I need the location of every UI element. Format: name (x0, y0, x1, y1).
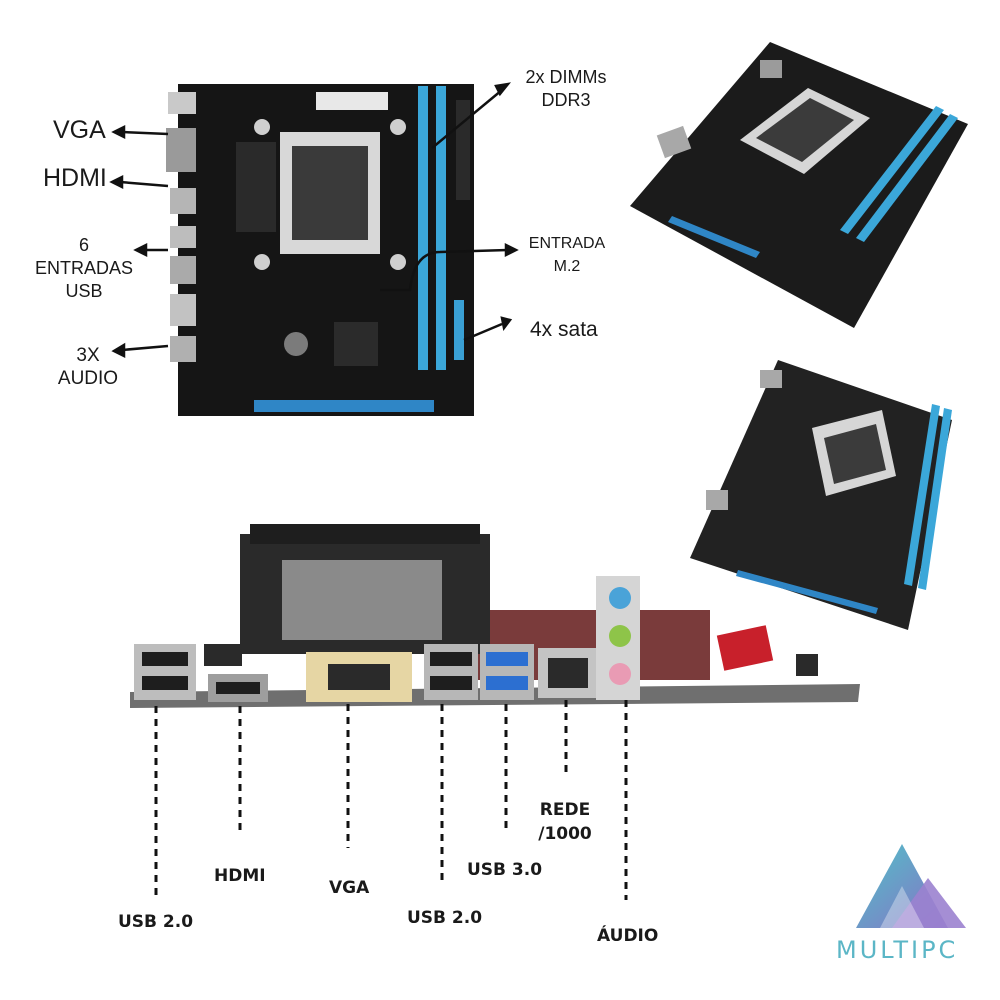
usb20-left-label: USB 2.0 (118, 912, 194, 932)
multipc-logo: MULTIPC (828, 830, 988, 980)
dimm-line2: DDR3 (541, 90, 591, 110)
logo-text: MULTIPC (836, 936, 959, 964)
m2-line1: ENTRADA (528, 235, 606, 252)
m2-line2: M.2 (553, 258, 581, 275)
usb-count: 6 (78, 235, 89, 255)
usb-entries: ENTRADAS (34, 258, 133, 278)
usb20-right-label: USB 2.0 (407, 908, 483, 928)
hdmi-label: HDMI (43, 164, 107, 192)
rede-line1: REDE (539, 800, 591, 820)
rede-label: REDE /1000 (536, 798, 594, 846)
m2-label: ENTRADA M.2 (522, 232, 612, 278)
motherboard-top-illustration (109, 82, 519, 416)
io-panel-diagram: USB 2.0 HDMI VGA USB 2.0 USB 3.0 REDE /1… (0, 520, 1000, 990)
board-angle-2-illustration (690, 360, 952, 630)
vga-io-label: VGA (329, 878, 370, 898)
audio-io-label: ÁUDIO (597, 926, 659, 946)
audio-word: AUDIO (57, 368, 119, 389)
hdmi-io-label: HDMI (214, 866, 266, 886)
dimm-line1: 2x DIMMs (525, 67, 607, 87)
mountain-logo-icon (856, 844, 966, 928)
motherboard-photo-angle-2 (682, 350, 982, 640)
usb-ports-label: 6 ENTRADAS USB (28, 234, 140, 303)
sata-label: 4x sata (530, 318, 598, 341)
vga-label: VGA (53, 116, 106, 144)
audio-ports-label: 3X AUDIO (48, 344, 128, 390)
audio-count: 3X (76, 345, 100, 366)
usb-word: USB (65, 281, 103, 301)
dimm-label: 2x DIMMs DDR3 (516, 66, 616, 112)
board-angle-1-illustration (630, 42, 968, 328)
usb30-label: USB 3.0 (467, 860, 543, 880)
motherboard-photo-angle-1 (620, 20, 980, 350)
rede-line2: /1000 (538, 824, 592, 844)
io-panel-illustration (130, 524, 860, 900)
annotated-motherboard-top: VGA HDMI 6 ENTRADAS USB 3X AUDIO 2x DIMM… (0, 0, 640, 430)
